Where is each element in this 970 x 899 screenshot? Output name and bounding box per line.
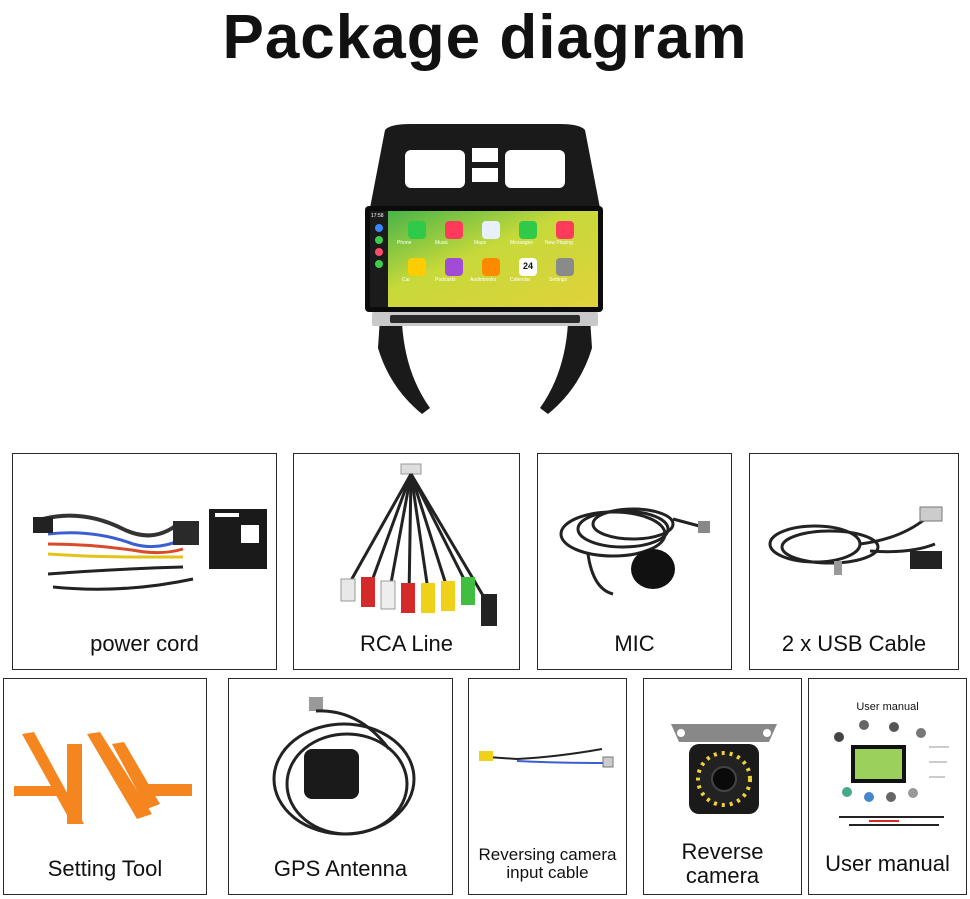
app-label: Audiobooks	[470, 277, 497, 283]
usb-cable-label: 2 x USB Cable	[781, 631, 927, 656]
app-label: Podcasts	[435, 277, 456, 283]
mic-label: MIC	[614, 631, 655, 656]
usb-cable-image	[768, 506, 943, 575]
app-label: Phone	[397, 240, 412, 246]
user-manual-label: User manual	[825, 851, 950, 876]
setting-tool-label: Setting Tool	[47, 856, 163, 881]
reversing-cable-label-line2: input cable	[506, 863, 589, 882]
app-label: Settings	[549, 277, 568, 283]
item-power-cord: power cord	[12, 453, 277, 670]
app-label: Music	[435, 240, 449, 246]
item-setting-tool: Setting Tool	[3, 678, 207, 895]
item-user-manual: User manual User manual	[808, 678, 967, 895]
reverse-camera-image	[671, 724, 777, 814]
app-label: Car	[402, 277, 411, 283]
rca-line-label: RCA Line	[360, 631, 453, 656]
item-gps-antenna: GPS Antenna	[228, 678, 453, 895]
item-reverse-camera: Reverse camera	[643, 678, 802, 895]
item-rca-line: RCA Line	[293, 453, 520, 670]
power-cord-image	[33, 509, 267, 591]
reversing-cable-label-line1: Reversing camera	[478, 845, 617, 864]
clock: 17:58	[371, 213, 384, 219]
reverse-camera-label-line1: Reverse	[681, 839, 764, 864]
gps-antenna-image	[272, 697, 416, 836]
mic-image	[559, 507, 710, 596]
page-title: Package diagram	[222, 3, 748, 72]
user-manual-image	[834, 720, 949, 826]
gps-antenna-label: GPS Antenna	[273, 856, 408, 881]
setting-tool-image	[14, 732, 192, 824]
reverse-camera-label-line2: camera	[685, 863, 760, 888]
user-manual-heading: User manual	[856, 701, 919, 713]
item-usb-cable: 2 x USB Cable	[749, 453, 959, 670]
power-cord-label: power cord	[90, 631, 199, 656]
rca-line-image	[340, 463, 497, 626]
head-unit-image	[350, 118, 620, 418]
item-mic: MIC	[537, 453, 732, 670]
app-label: Maps	[474, 240, 487, 246]
app-label: Now Playing	[545, 240, 573, 246]
reversing-cable-image	[479, 748, 614, 768]
app-label: Messages	[510, 240, 533, 246]
app-label: Calendar	[510, 277, 531, 283]
item-reversing-cable: Reversing camera input cable	[468, 678, 627, 895]
calendar-day: 24	[522, 261, 533, 271]
